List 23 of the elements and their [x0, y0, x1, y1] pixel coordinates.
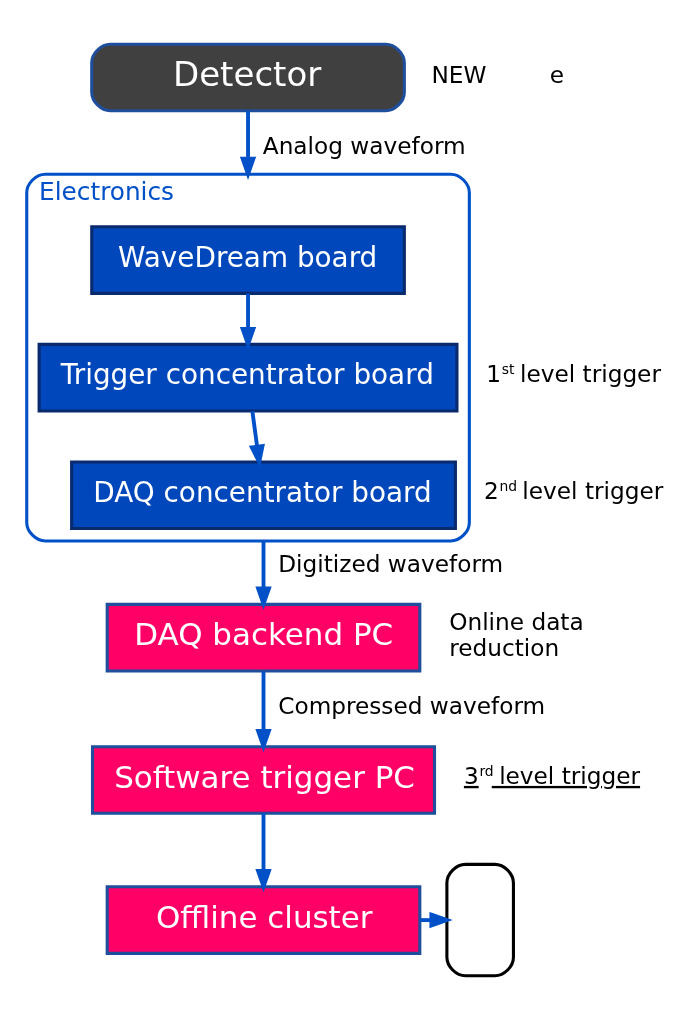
arrow: [239, 111, 257, 181]
node-label: 3$^{rd}$ level trigger: [463, 761, 641, 789]
arrow: [248, 410, 265, 468]
node-box: Detector: [90, 42, 406, 113]
node-box: Offline cluster: [105, 885, 422, 955]
arrow: [255, 540, 272, 610]
edge-label: Analog waveform: [262, 132, 466, 160]
node-box: Software trigger PC: [90, 745, 437, 815]
node-label: Online data reduction: [449, 607, 584, 662]
edge-label: Digitized waveform: [278, 549, 504, 577]
node-box: DAQ concentrator board: [70, 460, 457, 531]
node-box: DAQ backend PC: [105, 602, 422, 673]
node-label: 2$^{nd}$ level trigger: [484, 477, 664, 505]
arrow: [255, 671, 272, 753]
node-box: Trigger concentrator board: [37, 342, 459, 413]
label: e: [549, 60, 565, 88]
arrow: [239, 293, 257, 351]
node-label: 1$^{st}$ level trigger: [486, 359, 661, 387]
arrow: [255, 813, 272, 893]
label: NEW: [431, 60, 487, 88]
node-box: [445, 862, 515, 978]
node-box: WaveDream board: [90, 225, 406, 295]
edge-label: Compressed waveform: [278, 692, 546, 720]
